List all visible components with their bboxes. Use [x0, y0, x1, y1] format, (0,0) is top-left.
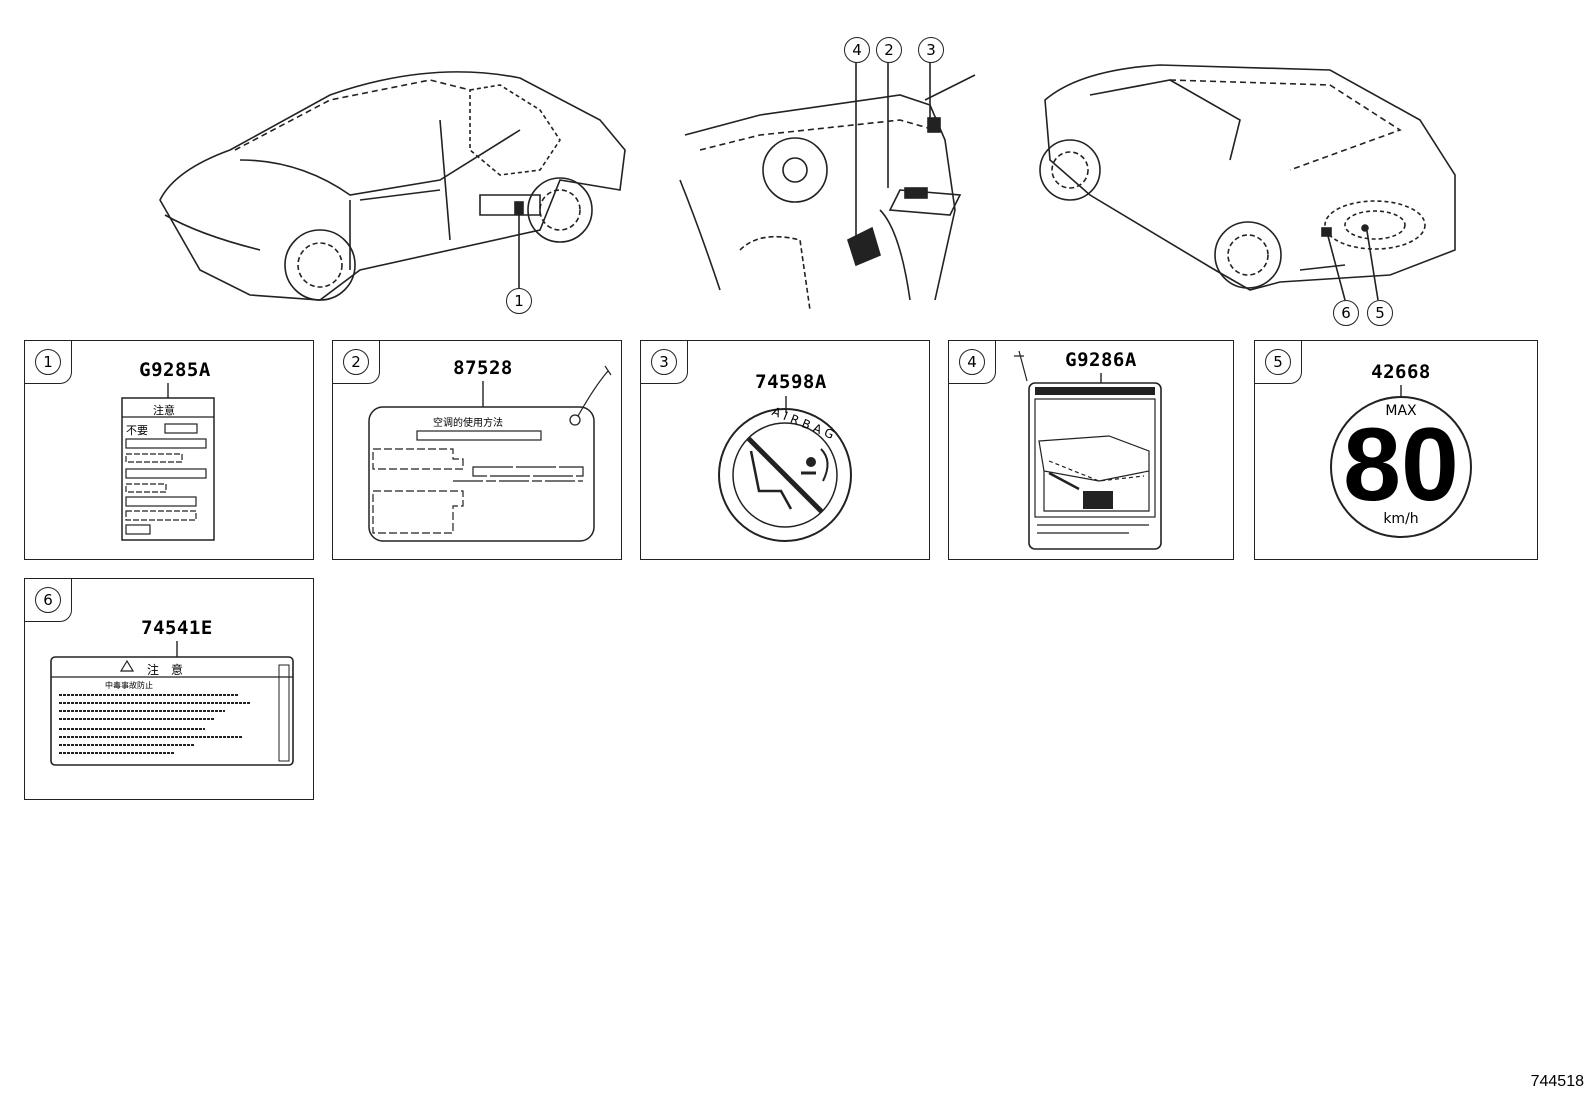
panel-number: 3 [651, 349, 677, 375]
panel-number: 2 [343, 349, 369, 375]
label-panel-5[interactable]: 5 42668 MAX 80 km/h [1254, 340, 1538, 560]
callout-1[interactable]: 1 [506, 288, 532, 314]
callout-3[interactable]: 3 [918, 37, 944, 63]
rear-car-illustration [1039, 64, 1456, 301]
speed-value: 80 [1343, 407, 1459, 523]
label-heading: 空调的使用方法 [433, 418, 503, 429]
label-panel-2[interactable]: 2 87528 空调的使用方法 [332, 340, 622, 560]
panel-number: 5 [1265, 349, 1291, 375]
hang-tag-drawing [368, 365, 612, 542]
label-panel-4[interactable]: 4 G9286A [948, 340, 1234, 560]
panel-number: 4 [959, 349, 985, 375]
speed-label-top: MAX [1385, 403, 1417, 419]
exhaust-warning-drawing [50, 641, 294, 766]
speed-limit-drawing [1330, 385, 1472, 538]
label-subheading: 中毒事故防止 [105, 681, 153, 690]
dashboard-illustration [679, 62, 976, 311]
label-panel-6[interactable]: 6 74541E 注 意 中毒事故防止 [24, 578, 314, 800]
diagram-reference-code: 744518 [1530, 1073, 1584, 1090]
panel-number: 6 [35, 587, 61, 613]
panel-number: 1 [35, 349, 61, 375]
callout-4[interactable]: 4 [844, 37, 870, 63]
vehicle-illustrations [159, 62, 1456, 311]
label-heading: 注意 [153, 404, 175, 417]
part-number: 42668 [1371, 361, 1431, 383]
part-number: 74541E [141, 617, 213, 639]
callout-2[interactable]: 2 [876, 37, 902, 63]
speed-unit: km/h [1383, 511, 1419, 527]
airbag-warning-drawing [718, 396, 852, 542]
callout-5[interactable]: 5 [1367, 300, 1393, 326]
part-number: 74598A [755, 371, 827, 393]
caution-label-drawing [121, 383, 215, 541]
label-panel-1[interactable]: 1 G9285A 注意 不要 [24, 340, 314, 560]
seat-label-drawing [1014, 350, 1162, 550]
callout-6[interactable]: 6 [1333, 300, 1359, 326]
label-line: 不要 [126, 424, 148, 437]
label-heading: 注 意 [147, 663, 184, 677]
part-number: G9286A [1065, 349, 1137, 371]
part-number: 87528 [453, 357, 513, 379]
part-number: G9285A [139, 359, 211, 381]
label-panel-3[interactable]: 3 74598A AIRBAG [640, 340, 930, 560]
front-car-illustration [159, 71, 626, 301]
